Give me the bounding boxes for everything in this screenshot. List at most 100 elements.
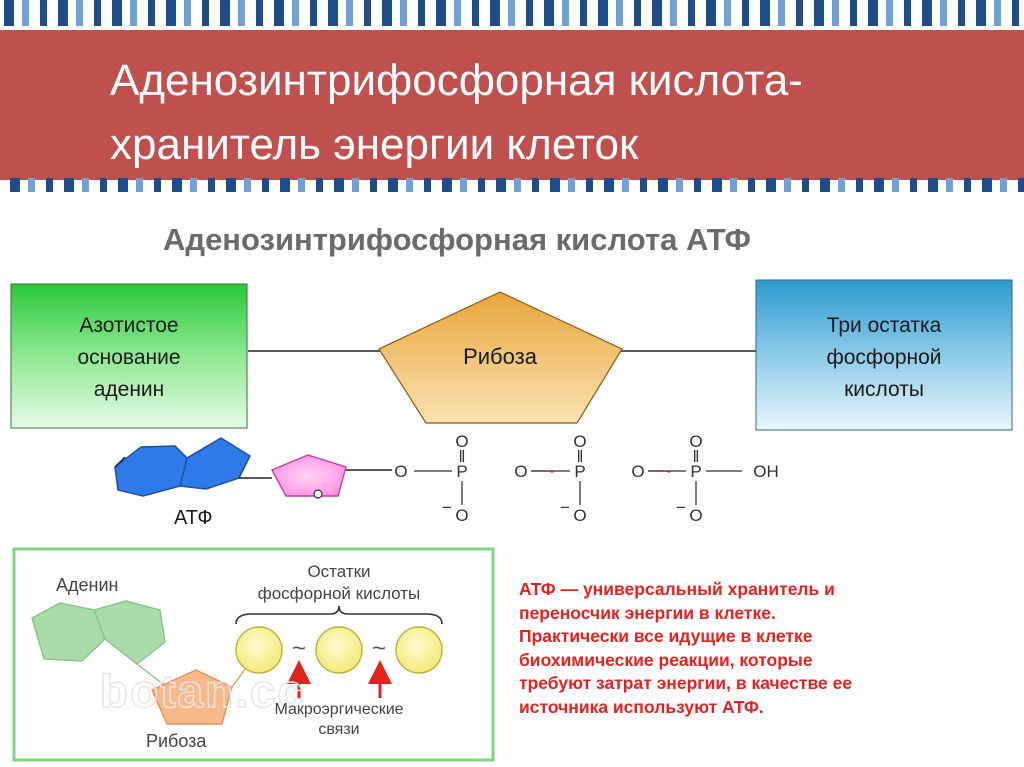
phosphate-brace [235,605,443,625]
stripe-segment [418,0,425,26]
stripe-segment [364,0,371,26]
adenine-label: Аденин [56,575,118,595]
stripe-segment [784,178,791,192]
watermark: botan.cc [100,665,305,717]
stripe-segment [598,0,608,26]
stripe-segment [508,0,515,26]
stripe-segment [724,0,731,26]
phosphate-box-line-3: кислоты [844,378,924,401]
stripe-segment [634,0,641,26]
adenine-box [10,283,248,429]
info-line-2: переносчик энергии в клетке. [519,602,776,623]
stripe-segment [388,178,398,192]
stripe-segment [820,178,830,192]
stripe-segment [616,0,623,26]
stripe-segment [742,0,749,26]
stripe-segment [832,0,839,26]
stripe-segment [310,0,317,26]
stripe-segment [22,0,29,26]
stripe-segment [946,178,953,192]
stripe-segment [190,178,197,192]
stripe-segment [604,178,614,192]
bottom-oxygen-1: O [455,506,468,525]
title-line-2: хранитель энергии клеток [110,120,639,169]
stripe-segment [46,178,53,192]
stripe-segment [238,0,245,26]
stripe-segment [760,0,770,26]
phosphate-circle-3 [395,626,443,674]
bottom-oxygen-2: O [573,506,586,525]
minus-2: − [560,498,570,517]
phosphorus-1: P [456,462,467,481]
info-line-3: Практически все идущие в клетке [519,626,813,646]
bond-tilde-2: ~ [372,635,386,662]
stripe-segment [622,178,629,192]
formula-adenine-ring [114,437,251,497]
top-decorative-stripe [4,0,1019,26]
stripe-segment [442,178,452,192]
phosphate-box-line-1: Три остатка [827,314,942,337]
stripe-segment [400,0,407,26]
stripe-segment [796,0,803,26]
stripe-segment [994,0,1001,26]
phosphorus-2: P [574,462,585,481]
stripe-segment [64,178,74,192]
stripe-segment [1000,178,1007,192]
bond-tilde-1: ~ [292,635,306,662]
terminal-hydroxyl: OH [753,462,779,481]
stripe-segment [652,0,662,26]
stripe-segment [496,178,506,192]
stripe-segment [292,0,299,26]
stripe-segment [136,178,143,192]
stripe-segment [706,0,716,26]
stripe-segment [328,0,338,26]
stripe-segment [940,0,947,26]
stripe-segment [10,178,20,192]
formula-ring-oxygen [313,489,323,499]
bottom-oxygen-3: O [689,506,702,525]
stripe-segment [730,178,737,192]
stripe-segment [964,178,971,192]
info-line-5: требуют затрат энергии, в качестве ее [519,673,853,693]
phosphate-circle-1 [235,626,283,674]
chain-oxygen-1: O [514,462,527,481]
stripe-segment [1018,178,1024,192]
stripe-segment [202,0,209,26]
stripe-segment [892,178,899,192]
stripe-segment [712,178,722,192]
formula-adenine-tail [114,456,126,468]
stripe-segment [910,178,917,192]
ribose-pentagon [378,291,623,424]
adenine-box-line-2: основание [77,346,180,369]
stripe-segment [226,178,236,192]
stripe-segment [382,0,392,26]
phosphorus-3: P [690,462,701,481]
high-energy-bond-1: ~ [545,462,555,481]
stripe-segment [922,0,932,26]
stripe-segment [280,178,290,192]
stripe-segment [256,0,263,26]
stripe-segment [100,178,107,192]
stripe-segment [346,0,353,26]
stripe-segment [262,178,269,192]
stripe-segment [4,0,14,26]
stripe-segment [856,178,863,192]
stripe-segment [274,0,284,26]
info-line-1: АТФ — универсальный хранитель и [519,579,835,599]
stripe-segment [436,0,446,26]
formula-caption: АТФ [174,507,213,529]
stripe-segment [568,178,575,192]
stripe-segment [532,178,539,192]
adenine-box-line-3: аденин [94,378,165,401]
atp-info-text: АТФ — универсальный хранитель и переносч… [519,578,999,719]
stripe-segment [460,178,467,192]
stripe-segment [814,0,824,26]
stripe-segment [838,178,845,192]
stripe-segment [316,178,323,192]
stripe-segment [424,178,431,192]
stripe-segment [580,0,587,26]
stripe-segment [184,0,191,26]
stripe-segment [526,0,533,26]
